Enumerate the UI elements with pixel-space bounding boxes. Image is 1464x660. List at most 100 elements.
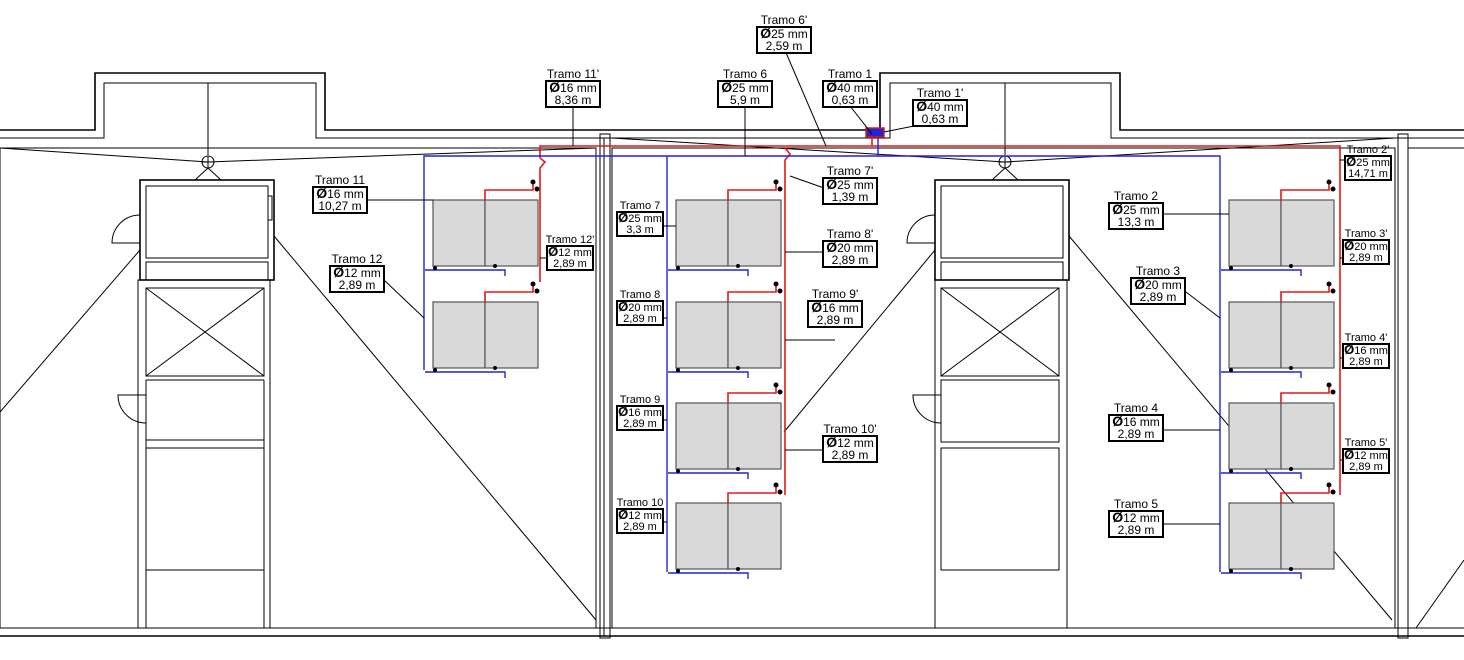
tramo-diameter: Ø16 mm — [1344, 342, 1388, 357]
tramo-spec-box — [616, 211, 664, 237]
tramo-spec-box — [756, 26, 812, 54]
tramo-diameter: Ø16 mm — [316, 185, 364, 201]
tramo-length: 2,89 m — [1349, 356, 1383, 368]
tramo-diameter: Ø16 mm — [549, 79, 597, 95]
tramo-name: Tramo 7 — [620, 200, 661, 212]
tramo-diameter: Ø20 mm — [618, 299, 662, 314]
diameter-value: 20 mm — [1145, 278, 1182, 292]
tramo-name: Tramo 4 — [1114, 401, 1159, 415]
tramo-name: Tramo 4' — [1345, 332, 1388, 344]
diameter-symbol: Ø — [1134, 276, 1145, 292]
diameter-symbol: Ø — [549, 79, 560, 95]
right-stair-core — [611, 83, 1464, 629]
radiator-icon — [1221, 482, 1336, 579]
tramo-length: 5,9 m — [730, 93, 760, 107]
diameter-value: 20 mm — [1354, 241, 1388, 253]
tramo-spec-box — [717, 80, 773, 108]
leader-line-t6p — [783, 47, 827, 147]
tramo-length: 2,89 m — [623, 418, 657, 430]
tramo-name: Tramo 11 — [315, 173, 365, 187]
tramo-label-t8p: Tramo 8'Ø20 mm2,89 m — [822, 227, 878, 268]
tramo-spec-box — [545, 80, 601, 108]
tramo-diameter: Ø25 mm — [1346, 154, 1390, 169]
diameter-symbol: Ø — [333, 264, 344, 280]
tramo-label-t3p: Tramo 3'Ø20 mm2,89 m — [1342, 228, 1390, 265]
tramo-length: 2,89 m — [1140, 290, 1177, 304]
diameter-symbol: Ø — [548, 244, 558, 259]
radiator-icon — [1221, 281, 1336, 378]
tramo-spec-box — [1342, 448, 1390, 474]
tramo-length: 2,89 m — [1349, 461, 1383, 473]
radiator-icon — [1221, 179, 1336, 276]
radiator-icon — [1221, 382, 1336, 479]
diameter-value: 40 mm — [837, 81, 874, 95]
tramo-length: 0,63 m — [922, 112, 959, 126]
diameter-value: 25 mm — [1123, 203, 1160, 217]
tramo-diameter: Ø20 mm — [826, 239, 874, 255]
diameter-symbol: Ø — [618, 299, 628, 314]
tramo-diameter: Ø12 mm — [1112, 509, 1160, 525]
tramo-name: Tramo 1' — [917, 86, 964, 100]
diameter-value: 16 mm — [560, 81, 597, 95]
tramo-label-t12p: Tramo 12'Ø12 mm2,89 m — [546, 234, 594, 271]
tramo-spec-box — [1344, 155, 1392, 181]
tramo-spec-box — [912, 99, 968, 127]
diameter-value: 25 mm — [771, 27, 808, 41]
tramo-length: 2,89 m — [623, 521, 657, 533]
tramo-label-t4p: Tramo 4'Ø16 mm2,89 m — [1342, 332, 1390, 369]
tramo-name: Tramo 6' — [761, 13, 808, 27]
diameter-symbol: Ø — [618, 404, 628, 419]
diameter-value: 16 mm — [327, 187, 364, 201]
tramo-diameter: Ø16 mm — [618, 404, 662, 419]
radiators — [425, 179, 1336, 579]
leader-line-t1 — [849, 105, 873, 135]
leader-line-t3 — [1185, 291, 1221, 319]
tramo-name: Tramo 10 — [617, 497, 664, 509]
diameter-symbol: Ø — [826, 239, 837, 255]
tramo-length: 2,59 m — [766, 39, 803, 53]
tramo-length: 2,89 m — [1118, 427, 1155, 441]
diameter-symbol: Ø — [1112, 413, 1123, 429]
diameter-symbol: Ø — [1344, 447, 1354, 462]
tramo-name: Tramo 6 — [723, 67, 768, 81]
tramo-diameter: Ø25 mm — [721, 79, 769, 95]
tramo-diameter: Ø12 mm — [1344, 447, 1388, 462]
tramo-length: 8,36 m — [555, 93, 592, 107]
diameter-value: 20 mm — [837, 241, 874, 255]
tramo-label-t11p: Tramo 11'Ø16 mm8,36 m — [545, 67, 601, 108]
tramo-label-t10p: Tramo 10'Ø12 mm2,89 m — [822, 422, 878, 463]
left-stair-core — [0, 83, 597, 629]
tramo-label-t7p: Tramo 7'Ø25 mm1,39 m — [822, 164, 878, 205]
diameter-value: 16 mm — [822, 301, 859, 315]
diameter-value: 12 mm — [1123, 511, 1160, 525]
tramo-length: 13,3 m — [1118, 215, 1155, 229]
tramo-name: Tramo 2 — [1114, 189, 1159, 203]
diameter-symbol: Ø — [811, 299, 822, 315]
tramo-spec-box — [1342, 343, 1390, 369]
diameter-symbol: Ø — [826, 176, 837, 192]
tramo-spec-box — [616, 405, 664, 431]
tramo-diameter: Ø25 mm — [826, 176, 874, 192]
diameter-symbol: Ø — [721, 79, 732, 95]
tramo-spec-box — [1130, 277, 1186, 305]
tramo-length: 14,71 m — [1348, 168, 1388, 180]
tramo-diameter: Ø12 mm — [618, 507, 662, 522]
tramo-name: Tramo 5 — [1114, 497, 1159, 511]
tramo-name: Tramo 9 — [620, 394, 661, 406]
leader-lines — [368, 47, 1345, 525]
tramo-spec-box — [616, 508, 664, 534]
tramo-diameter: Ø20 mm — [1134, 276, 1182, 292]
diameter-value: 40 mm — [927, 100, 964, 114]
diameter-symbol: Ø — [1112, 201, 1123, 217]
